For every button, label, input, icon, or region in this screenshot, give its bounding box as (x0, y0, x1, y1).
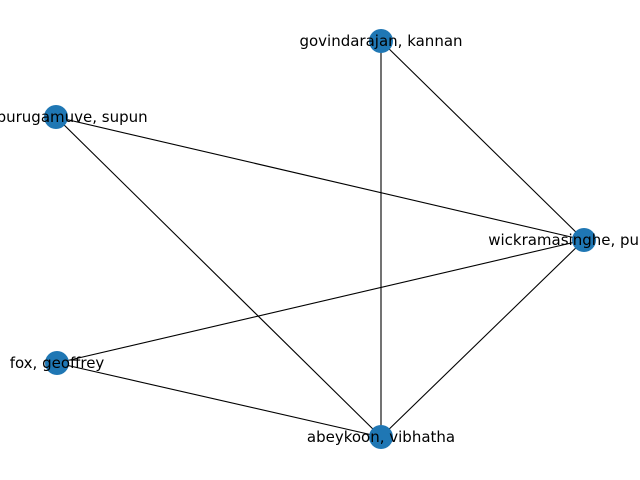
edge-wickramasinghe-fox (56, 239, 585, 364)
edges-layer (55, 40, 585, 438)
edge-wickramasinghe-abeykoon (380, 239, 585, 438)
node-label-kamburugamuve: kamburugamuve, supun (0, 108, 148, 126)
labels-layer: govindarajan, kannan kamburugamuve, supun… (0, 32, 640, 446)
edge-kamburugamuve-wickramasinghe (55, 116, 585, 241)
edge-govindarajan-wickramasinghe (380, 40, 585, 241)
node-abeykoon (369, 425, 393, 449)
node-label-govindarajan: govindarajan, kannan (299, 32, 462, 50)
node-label-fox: fox, geoffrey (10, 354, 105, 372)
node-label-abeykoon: abeykoon, vibhatha (307, 428, 455, 446)
edge-kamburugamuve-abeykoon (55, 116, 382, 438)
node-fox (45, 351, 69, 375)
node-label-wickramasinghe: wickramasinghe, pulasthi (488, 231, 640, 249)
node-govindarajan (369, 29, 393, 53)
edge-fox-abeykoon (56, 362, 382, 438)
node-kamburugamuve (44, 105, 68, 129)
node-wickramasinghe (572, 228, 596, 252)
nodes-layer (44, 29, 596, 449)
